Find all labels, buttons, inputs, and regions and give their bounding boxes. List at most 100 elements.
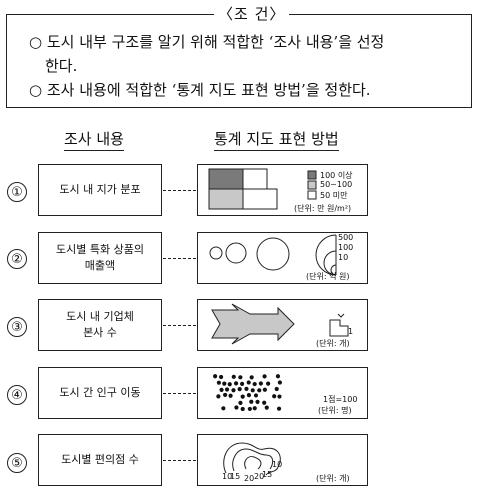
contour-label: 10 [222, 472, 233, 481]
dot [223, 392, 228, 398]
bullet: ○ [29, 33, 43, 51]
row-number: ③ [7, 317, 27, 337]
unit-label: (단위: 억 원) [306, 272, 350, 281]
legend-value: 1점=100 [323, 395, 358, 404]
header-method-text: 통계 지도 표현 방법 [214, 130, 339, 148]
condition-1: ○ 도시 내부 구조를 알기 위해 적합한 ‘조사 내용’을 선정 [29, 31, 384, 52]
legend-label-100: 100 [338, 243, 354, 252]
connector-line [163, 258, 196, 259]
contour-label: 15 [230, 472, 241, 481]
dot [224, 387, 230, 392]
dot [218, 374, 224, 380]
legend-label-low: 50 미만 [320, 191, 348, 200]
row-number: ④ [7, 385, 27, 405]
contour-label: 20 [244, 474, 255, 483]
bullet: ○ [29, 81, 43, 99]
dot [234, 405, 239, 410]
dot [213, 374, 218, 379]
dot [231, 388, 236, 393]
header-method: 통계 지도 표현 방법 [214, 128, 339, 151]
header-content: 조사 내용 [64, 128, 124, 151]
dot [231, 374, 236, 379]
dot [249, 399, 254, 404]
dot [262, 400, 267, 405]
legend-label-high: 100 이상 [320, 171, 353, 180]
condition-1-cont: 한다. [45, 57, 78, 75]
dot [228, 393, 233, 398]
connector-line [163, 460, 196, 461]
content-box: 도시 간 인구 이동 [38, 367, 162, 419]
unit-label: (단위: 명) [318, 406, 352, 415]
legend-label-mid: 50~100 [320, 180, 353, 189]
contour-label: 15 [262, 470, 273, 479]
dot [240, 394, 245, 399]
contour-label: 20 [254, 472, 265, 481]
dot [222, 381, 227, 386]
map-flow-arrow: 1 (단위: 개) [197, 299, 368, 351]
dot [246, 393, 252, 398]
underline [214, 150, 339, 151]
dot [253, 393, 259, 398]
dot [238, 375, 243, 380]
contour-label: 10 [272, 460, 283, 469]
dot [237, 387, 242, 392]
dot [238, 400, 243, 405]
connector-line [163, 190, 196, 191]
dot [264, 405, 269, 410]
dot [233, 381, 239, 386]
row-number: ⑤ [7, 453, 27, 473]
condition-1-text: 도시 내부 구조를 알기 위해 적합한 ‘조사 내용’을 선정 [46, 33, 385, 51]
connector-line [163, 393, 196, 394]
content-box: 도시 내 지가 분포 [38, 164, 162, 216]
dot [240, 406, 245, 412]
unit-label: (단위: 개) [316, 474, 350, 483]
condition-2-text: 조사 내용에 적합한 ‘통계 지도 표현 방법’을 정한다. [46, 81, 371, 99]
dot [277, 380, 283, 385]
dot [216, 380, 222, 385]
underline [64, 150, 124, 151]
dot [227, 382, 232, 387]
dot [247, 406, 252, 412]
dot [246, 380, 251, 385]
isoline-graphic [223, 442, 281, 476]
dot [244, 386, 249, 391]
dot [275, 374, 281, 379]
dot [266, 381, 271, 386]
graduated-circles-graphic [209, 234, 337, 276]
row-number: ① [7, 182, 27, 202]
flow-arrow-graphic [211, 303, 349, 345]
condition-box: ○ 도시 내부 구조를 알기 위해 적합한 ‘조사 내용’을 선정 한다. ○ … [6, 14, 472, 108]
content-box: 도시별 편의점 수 [38, 434, 162, 486]
dot [262, 387, 267, 392]
dot [277, 394, 282, 399]
legend-value: 1 [348, 327, 354, 336]
legend-label-500: 500 [338, 233, 354, 242]
dot [272, 394, 277, 399]
unit-label: (단위: 만 원/m²) [294, 204, 352, 213]
row-number: ② [7, 249, 27, 269]
header-content-text: 조사 내용 [64, 130, 124, 148]
unit-label: (단위: 개) [316, 339, 350, 348]
choropleth-graphic [208, 168, 317, 210]
dot [255, 399, 260, 405]
map-isoline: 10 15 20 20 15 10 (단위: 개) [197, 434, 368, 486]
map-graduated-circles: 500 100 10 (단위: 억 원) [197, 232, 368, 284]
dot [249, 375, 254, 380]
dot [252, 381, 257, 387]
connector-line [163, 325, 196, 326]
condition-2: ○ 조사 내용에 적합한 ‘통계 지도 표현 방법’을 정한다. [29, 79, 371, 100]
condition-title: 〈조 건〉 [214, 3, 290, 24]
dot [221, 406, 226, 411]
dot [250, 388, 255, 393]
dot [276, 406, 282, 411]
dot [274, 386, 279, 392]
legend-swatch-high [307, 170, 317, 180]
legend-label-10: 10 [338, 253, 349, 262]
dot-map-graphic [213, 374, 283, 412]
map-dot: 1점=100 (단위: 명) [197, 367, 368, 419]
map-choropleth: 100 이상 50~100 50 미만 (단위: 만 원/m²) [197, 164, 368, 216]
legend-swatch-mid [307, 180, 317, 190]
dot [262, 374, 267, 379]
dot [240, 381, 245, 386]
dot [219, 387, 224, 392]
